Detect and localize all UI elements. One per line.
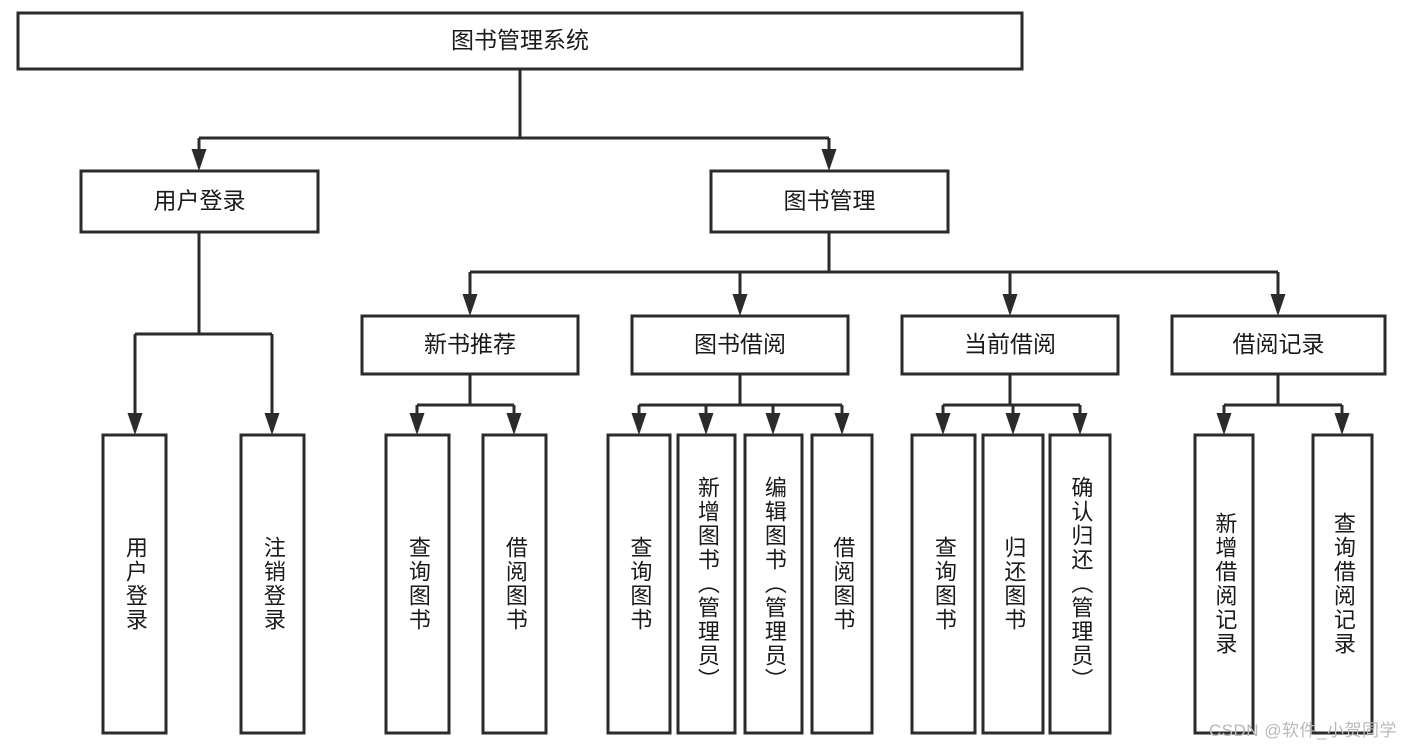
node-leaf-rec-borrow-book[interactable] [481, 433, 548, 735]
node-borrow-record[interactable]: 借阅记录 [1170, 314, 1387, 376]
node-box-leaf-user-login[interactable] [101, 433, 168, 735]
node-box-leaf-borrow-edit-book[interactable] [743, 433, 804, 735]
node-label-current-borrow: 当前借阅 [964, 331, 1056, 357]
connector-root [191, 69, 837, 171]
connector-borrow-record [1216, 374, 1350, 435]
connectors-layer [127, 69, 1350, 435]
node-leaf-user-login[interactable] [101, 433, 168, 735]
node-leaf-current-return-book[interactable] [981, 433, 1045, 735]
node-box-leaf-current-return-book[interactable] [981, 433, 1045, 735]
node-current-borrow[interactable]: 当前借阅 [900, 314, 1120, 376]
node-leaf-current-confirm-return[interactable] [1048, 433, 1112, 735]
node-box-user-login[interactable] [79, 169, 320, 234]
node-box-leaf-user-logout[interactable] [239, 433, 306, 735]
node-book-manage[interactable]: 图书管理 [709, 169, 950, 234]
node-box-leaf-record-query[interactable] [1311, 433, 1374, 735]
connector-book-borrow [631, 374, 850, 435]
node-label-root: 图书管理系统 [451, 27, 589, 53]
node-user-login[interactable]: 用户登录 [79, 169, 320, 234]
node-box-leaf-rec-borrow-book[interactable] [481, 433, 548, 735]
node-box-book-manage[interactable] [709, 169, 950, 234]
connector-user-login [127, 232, 280, 435]
node-leaf-record-add[interactable] [1193, 433, 1255, 735]
node-box-leaf-borrow-query-book[interactable] [606, 433, 672, 735]
node-box-leaf-rec-query-book[interactable] [384, 433, 451, 735]
node-box-leaf-current-query-book[interactable] [910, 433, 977, 735]
connector-book-manage [462, 232, 1286, 316]
node-box-leaf-current-confirm-return[interactable] [1048, 433, 1112, 735]
node-leaf-rec-query-book[interactable] [384, 433, 451, 735]
node-box-book-borrow[interactable] [630, 314, 850, 376]
node-new-book-rec[interactable]: 新书推荐 [360, 314, 580, 376]
node-leaf-current-query-book[interactable] [910, 433, 977, 735]
connector-current-borrow [935, 374, 1088, 435]
node-root[interactable]: 图书管理系统 [16, 11, 1024, 71]
node-box-leaf-borrow-add-book[interactable] [676, 433, 737, 735]
node-box-leaf-record-add[interactable] [1193, 433, 1255, 735]
node-book-borrow[interactable]: 图书借阅 [630, 314, 850, 376]
node-label-book-borrow: 图书借阅 [694, 331, 786, 357]
node-label-borrow-record: 借阅记录 [1233, 331, 1325, 357]
node-box-current-borrow[interactable] [900, 314, 1120, 376]
node-box-borrow-record[interactable] [1170, 314, 1387, 376]
node-leaf-borrow-edit-book[interactable] [743, 433, 804, 735]
node-leaf-record-query[interactable] [1311, 433, 1374, 735]
node-leaf-borrow-add-book[interactable] [676, 433, 737, 735]
node-leaf-borrow-query-book[interactable] [606, 433, 672, 735]
connector-new-book-rec [409, 374, 522, 435]
node-box-leaf-borrow-borrow-book[interactable] [810, 433, 874, 735]
node-label-user-login: 用户登录 [154, 188, 246, 214]
node-label-new-book-rec: 新书推荐 [424, 331, 516, 357]
node-label-book-manage: 图书管理 [784, 188, 876, 214]
node-box-new-book-rec[interactable] [360, 314, 580, 376]
watermark: CSDN @软件_小贺同学 [1208, 721, 1397, 740]
node-leaf-borrow-borrow-book[interactable] [810, 433, 874, 735]
node-box-root[interactable] [16, 11, 1024, 71]
node-leaf-user-logout[interactable] [239, 433, 306, 735]
